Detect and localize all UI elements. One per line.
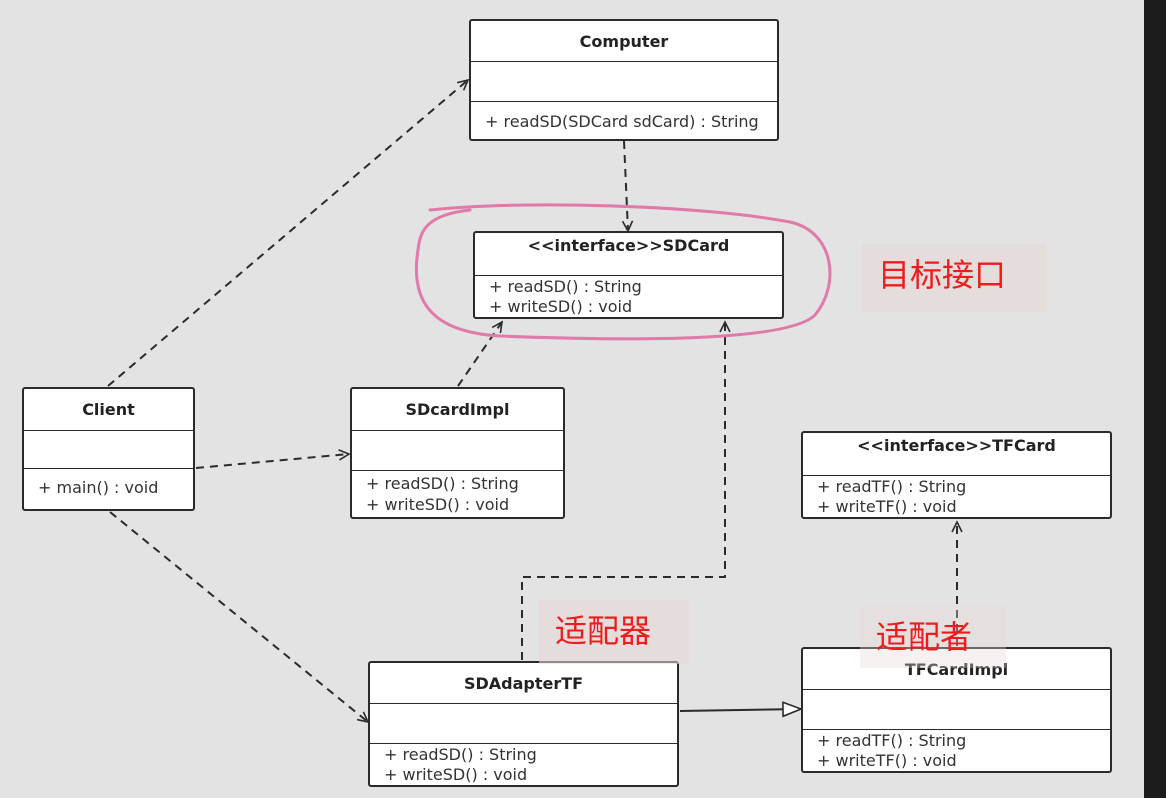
class-sdcardimpl[interactable]: SDcardImpl + readSD() : String + writeSD… <box>350 387 565 519</box>
operation: + writeSD() : void <box>489 297 633 316</box>
highlight-circle <box>414 203 832 341</box>
operation: + writeSD() : void <box>366 495 510 514</box>
class-tfcardimpl[interactable]: TFCardImpl + readTF() : String + writeTF… <box>801 647 1112 773</box>
class-tfcardimpl-operations: + readTF() : String + writeTF() : void <box>803 730 1110 771</box>
class-tfcard-interface[interactable]: <<interface>>TFCard + readTF() : String … <box>801 431 1112 519</box>
class-tfcardimpl-name: TFCardImpl <box>803 649 1110 691</box>
class-sdcard-name: <<interface>>SDCard <box>475 233 782 276</box>
operation: + readTF() : String <box>817 477 967 496</box>
operation: + readSD(SDCard sdCard) : String <box>485 112 759 131</box>
operation: + readTF() : String <box>817 731 967 750</box>
class-computer-operations: + readSD(SDCard sdCard) : String <box>471 102 777 139</box>
class-sdadaptertf[interactable]: SDAdapterTF + readSD() : String + writeS… <box>368 661 679 787</box>
class-sdadaptertf-operations: + readSD() : String + writeSD() : void <box>370 744 677 785</box>
class-sdadaptertf-name: SDAdapterTF <box>370 663 677 705</box>
class-sdcard-interface[interactable]: <<interface>>SDCard + readSD() : String … <box>473 231 784 319</box>
class-sdcardimpl-name: SDcardImpl <box>352 389 563 431</box>
realization-sdadaptertf-sdcard <box>521 320 731 660</box>
operation: + readSD() : String <box>384 745 537 764</box>
annotation-adaptee: 适配者 <box>860 606 1006 668</box>
class-tfcard-operations: + readTF() : String + writeTF() : void <box>803 476 1110 517</box>
association-sdadaptertf-tfcardimpl <box>679 709 801 711</box>
class-sdcardimpl-attributes <box>352 431 563 471</box>
class-computer-attributes <box>471 62 777 102</box>
dependency-computer-sdcard <box>621 140 634 233</box>
dependency-client-sdadaptertf <box>109 511 370 724</box>
dependency-client-sdcardimpl <box>195 449 351 469</box>
class-client-operations: + main() : void <box>24 469 193 509</box>
dependency-client-computer <box>107 78 470 387</box>
operation: + writeSD() : void <box>384 765 528 784</box>
annotation-target-interface: 目标接口 <box>862 244 1046 312</box>
class-client-attributes <box>24 431 193 469</box>
annotation-adapter: 适配器 <box>539 600 689 664</box>
class-sdcardimpl-operations: + readSD() : String + writeSD() : void <box>352 471 563 517</box>
operation: + writeTF() : void <box>817 497 957 516</box>
class-tfcardimpl-attributes <box>803 690 1110 730</box>
class-computer-name: Computer <box>471 21 777 62</box>
class-sdcard-operations: + readSD() : String + writeSD() : void <box>475 276 782 317</box>
window-edge <box>1144 0 1166 798</box>
class-client-name: Client <box>24 389 193 431</box>
operation: + readSD() : String <box>489 277 642 296</box>
operation: + main() : void <box>38 478 159 497</box>
class-client[interactable]: Client + main() : void <box>22 387 195 511</box>
operation: + readSD() : String <box>366 474 519 493</box>
operation: + writeTF() : void <box>817 751 957 770</box>
class-computer[interactable]: Computer + readSD(SDCard sdCard) : Strin… <box>469 19 779 141</box>
class-tfcard-name: <<interface>>TFCard <box>803 433 1110 476</box>
class-sdadaptertf-attributes <box>370 704 677 744</box>
